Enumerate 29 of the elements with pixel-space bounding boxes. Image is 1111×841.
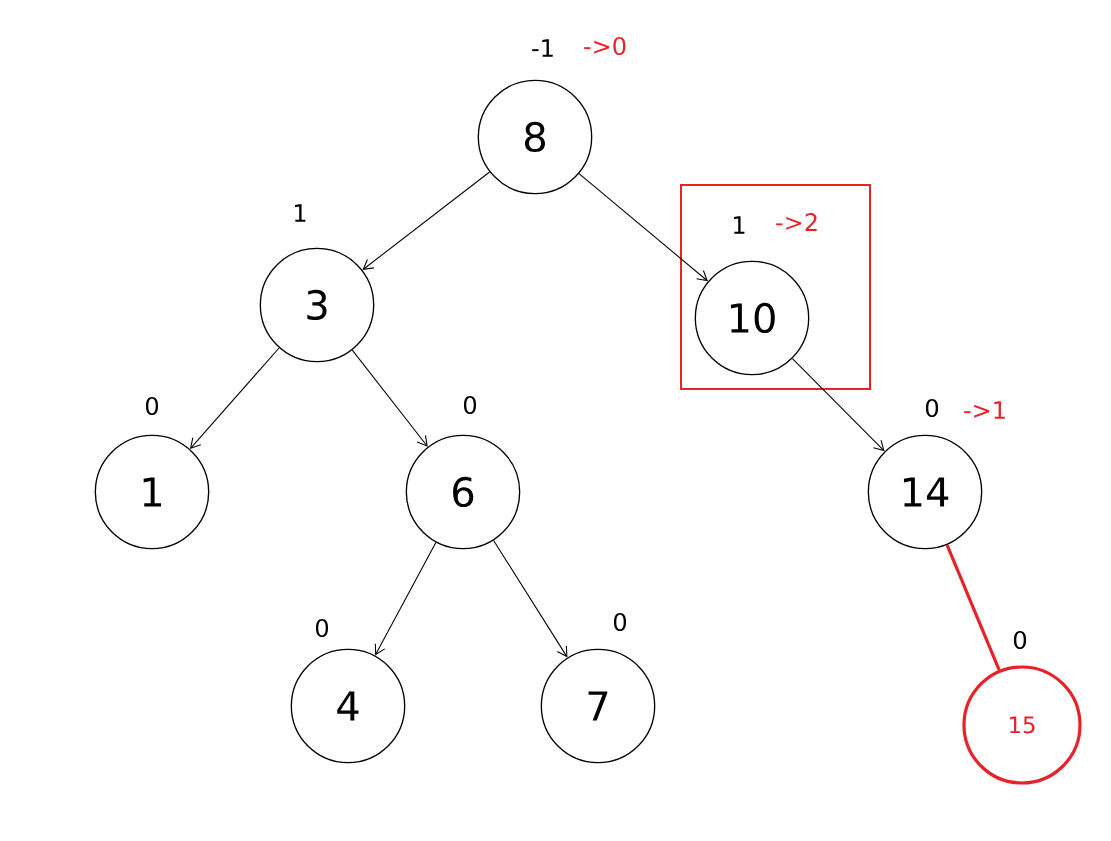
tree-node: 7 (540, 648, 656, 764)
tree-node: 14 (867, 434, 983, 550)
arrow (351, 349, 428, 447)
arrow (362, 171, 491, 270)
balance-factor: 0 (1013, 630, 1027, 650)
balance-factor: 0 (315, 618, 329, 638)
balance-factor: 0 (145, 396, 159, 416)
balance-factor: -1 (532, 39, 553, 57)
tree-node: 10 (694, 260, 810, 376)
arrow (791, 358, 885, 452)
tree-node: 4 (290, 648, 406, 764)
arrow (578, 173, 708, 282)
arrow (493, 539, 568, 658)
tree-node: 3 (259, 247, 375, 363)
balance-factor: 0 (613, 612, 627, 632)
balance-factor: ->2 (776, 213, 817, 231)
tree-node: 1 (94, 434, 210, 550)
tree-node: 8 (477, 79, 593, 195)
balance-factor: 0 (925, 398, 939, 418)
arrow (189, 347, 280, 449)
balance-factor: 1 (734, 216, 745, 234)
highlight-box (680, 184, 871, 390)
balance-factor: ->0 (584, 36, 626, 56)
balance-factor: 0 (463, 395, 477, 415)
arrow (374, 541, 437, 656)
tree-node: 6 (405, 434, 521, 550)
balance-factor: ->1 (964, 401, 1005, 419)
tree-node: 15 (962, 665, 1082, 785)
balance-factor: 1 (295, 204, 306, 222)
